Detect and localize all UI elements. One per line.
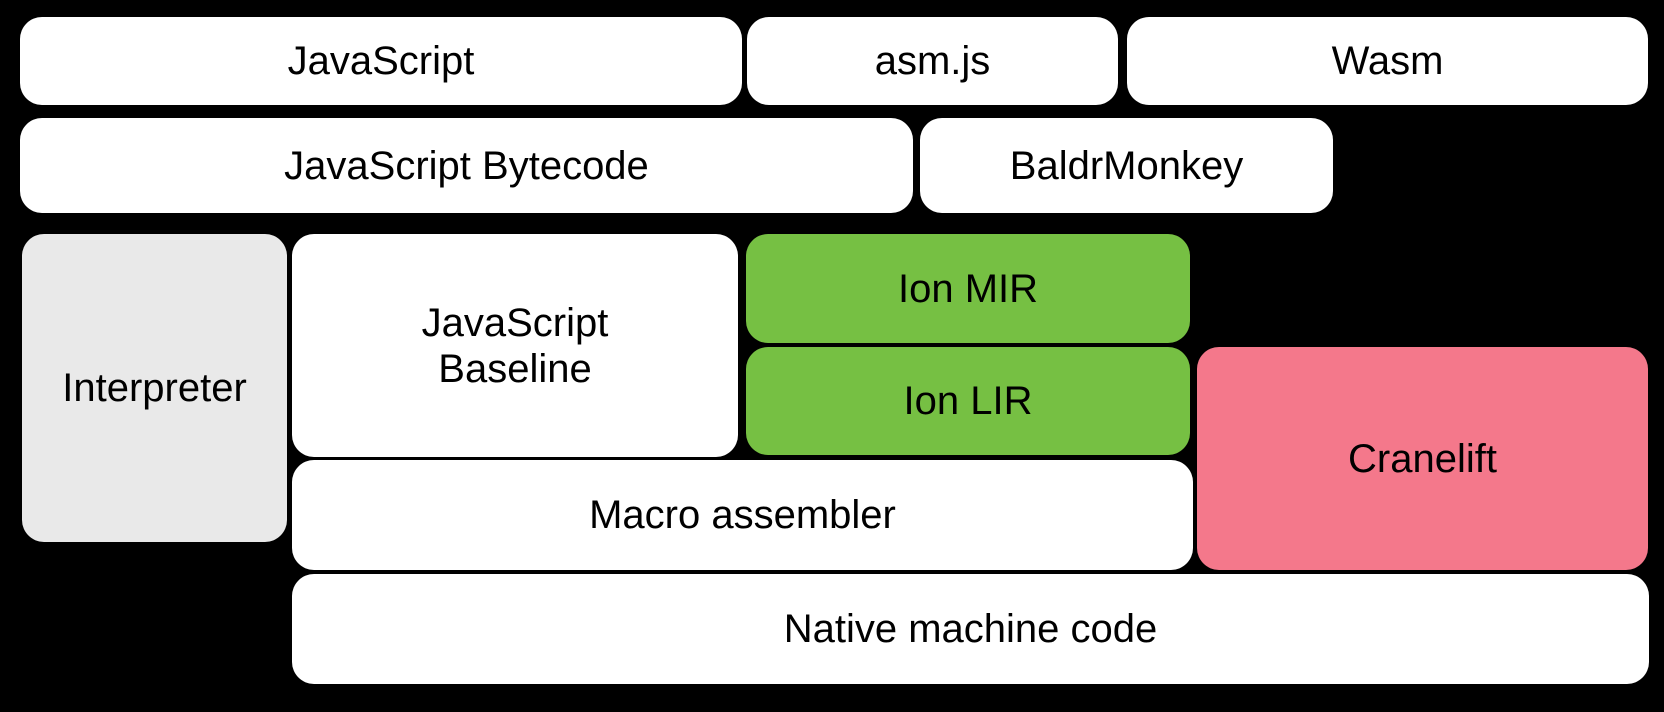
node-macro-assembler[interactable]: Macro assembler <box>292 460 1193 570</box>
node-javascript-baseline[interactable]: JavaScript Baseline <box>292 234 738 457</box>
node-interpreter[interactable]: Interpreter <box>22 234 287 542</box>
node-ion-lir[interactable]: Ion LIR <box>746 347 1190 455</box>
node-cranelift[interactable]: Cranelift <box>1197 347 1648 570</box>
node-javascript[interactable]: JavaScript <box>20 17 742 105</box>
node-native-machine-code[interactable]: Native machine code <box>292 574 1649 684</box>
node-baldrmonkey[interactable]: BaldrMonkey <box>920 118 1333 213</box>
node-wasm[interactable]: Wasm <box>1127 17 1648 105</box>
node-javascript-bytecode[interactable]: JavaScript Bytecode <box>20 118 913 213</box>
node-ion-mir[interactable]: Ion MIR <box>746 234 1190 343</box>
node-asmjs[interactable]: asm.js <box>747 17 1118 105</box>
